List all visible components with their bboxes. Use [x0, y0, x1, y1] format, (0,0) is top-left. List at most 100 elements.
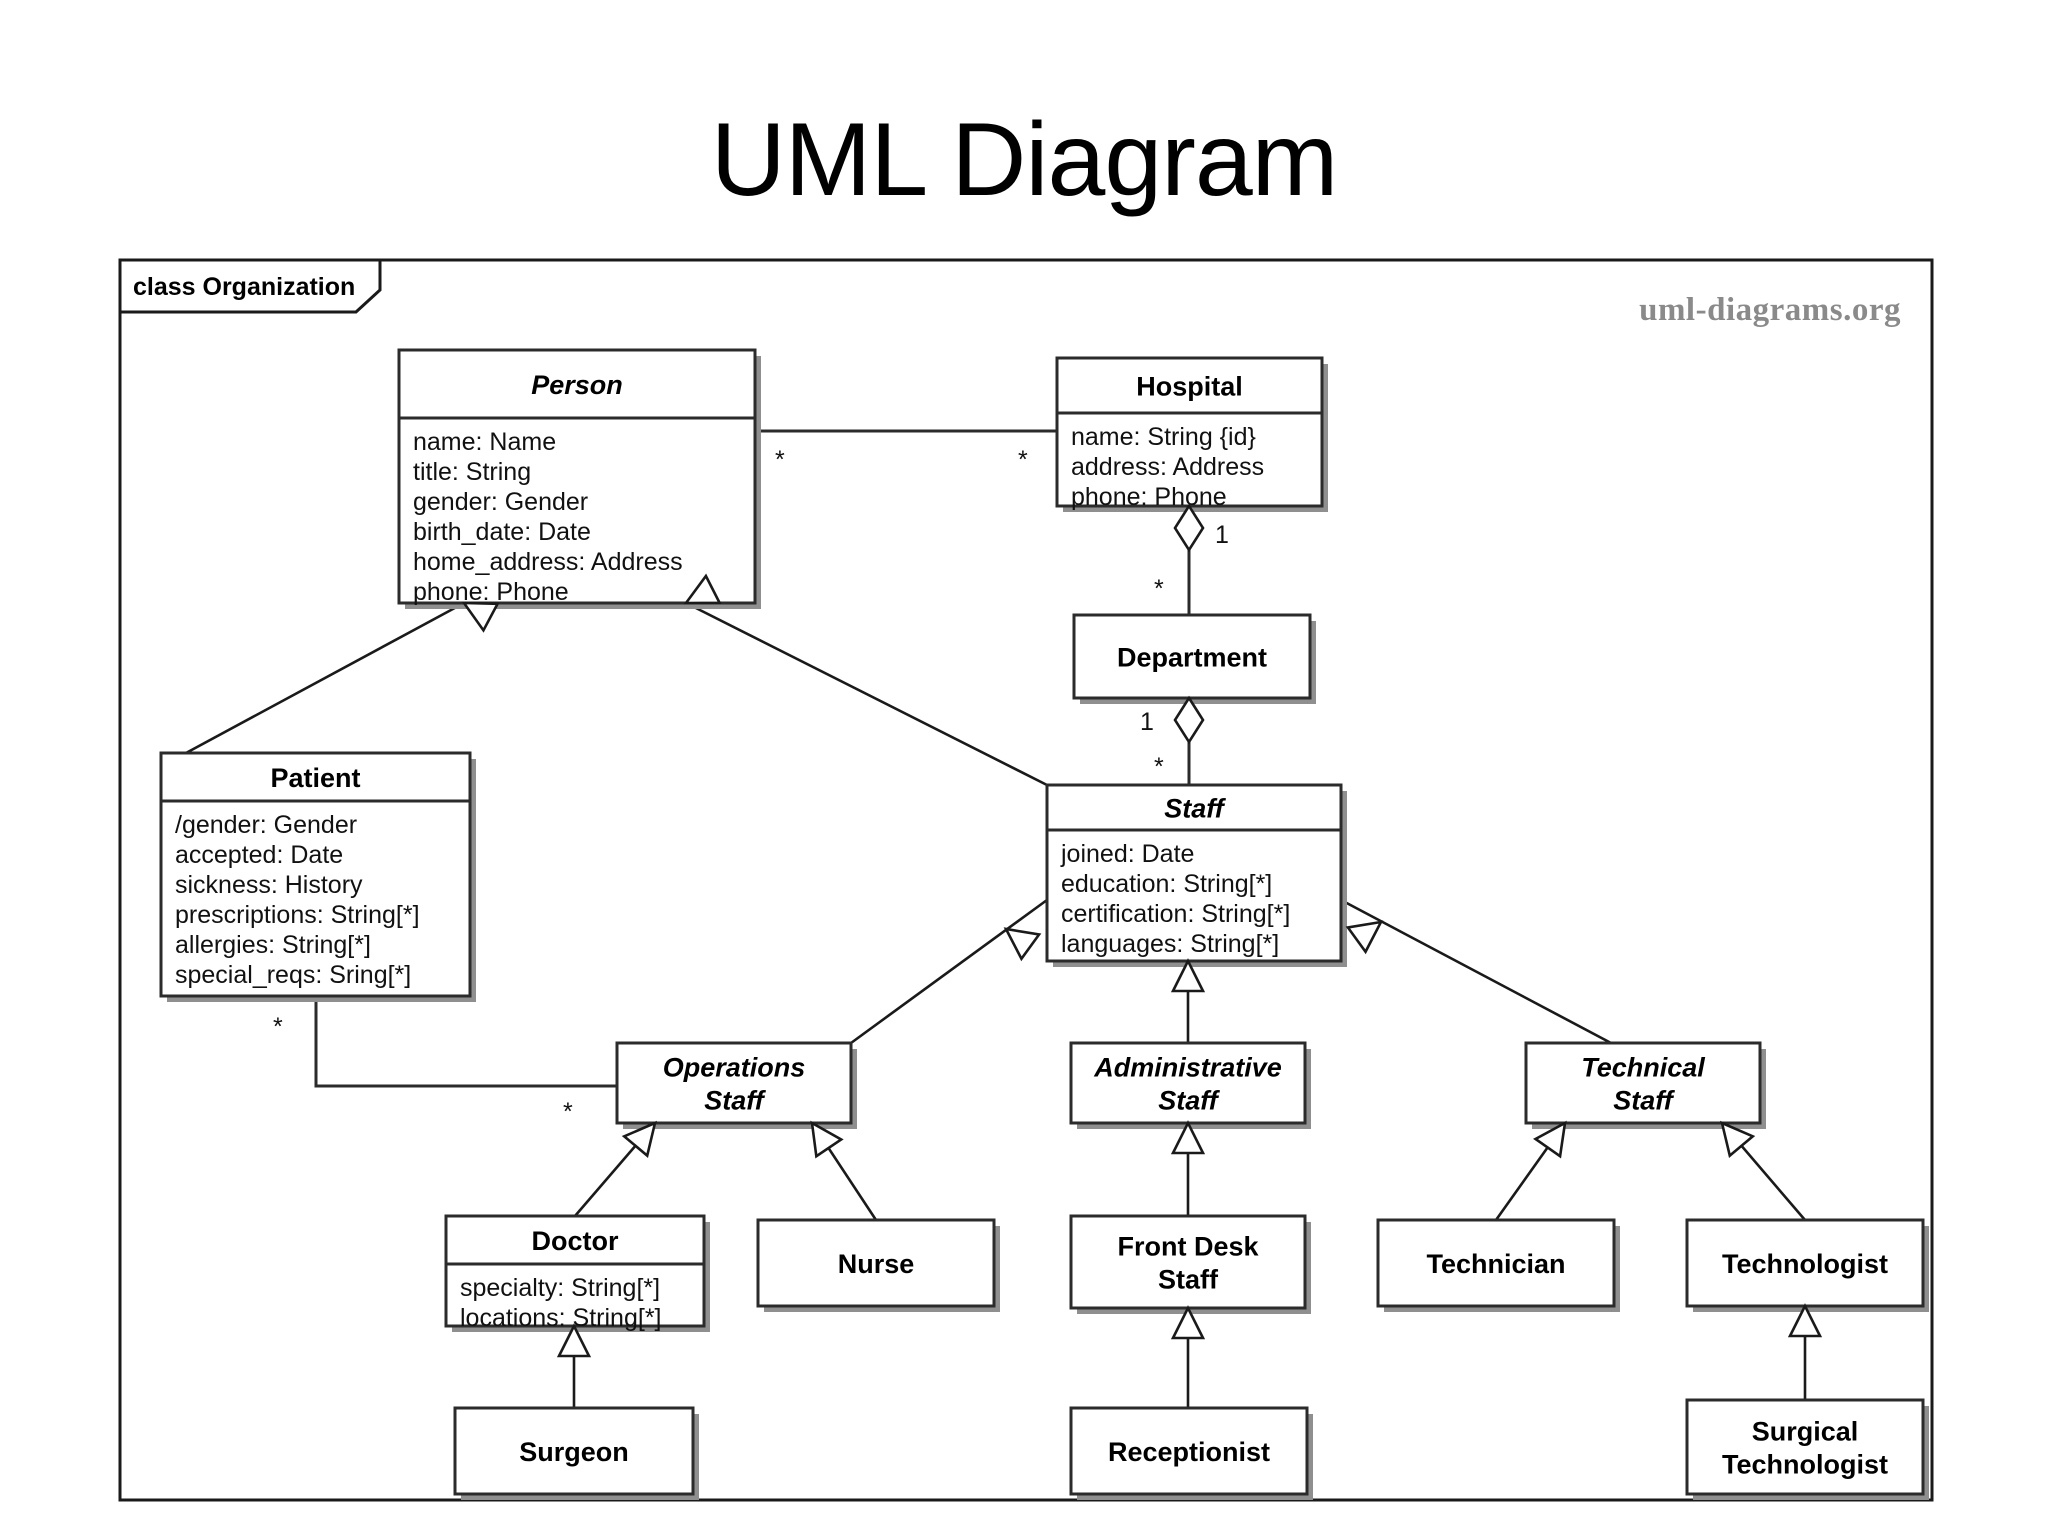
- class-box-doctor[interactable]: Doctor specialty: String[*]locations: Str…: [444, 1214, 710, 1332]
- class-box-frame: [1685, 1218, 1925, 1308]
- generalization-arrowhead: [621, 1120, 657, 1158]
- class-attribute: education: String[*]: [1061, 870, 1272, 898]
- class-attribute: address: Address: [1071, 453, 1264, 481]
- generalization-arrowhead: [461, 601, 500, 633]
- class-attribute: birth_date: Date: [413, 518, 591, 546]
- generalization-edge: [1340, 898, 1612, 1045]
- class-box-frame: [1685, 1398, 1925, 1496]
- class-attribute: special_reqs: Sring[*]: [175, 961, 411, 989]
- class-name: Staff: [1164, 794, 1227, 824]
- class-box-hospital[interactable]: Hospital name: String {id}address: Addres…: [1055, 356, 1328, 512]
- class-attribute: phone: Phone: [413, 578, 569, 606]
- multiplicity-label: *: [563, 1098, 573, 1126]
- class-name: Surgeon: [519, 1437, 629, 1467]
- class-box-department[interactable]: Department: [1072, 613, 1316, 704]
- generalization-arrowhead: [683, 573, 722, 605]
- class-attribute: title: String: [413, 458, 531, 486]
- class-name: Patient: [270, 763, 360, 793]
- class-attribute: home_address: Address: [413, 548, 683, 576]
- class-attribute: prescriptions: String[*]: [175, 901, 420, 929]
- class-attribute: phone: Phone: [1071, 483, 1227, 511]
- class-box-frame: [1524, 1041, 1762, 1125]
- multiplicity-label: *: [273, 1013, 283, 1041]
- class-attribute: languages: String[*]: [1061, 930, 1279, 958]
- page-title: UML Diagram: [710, 102, 1339, 218]
- generalization-arrowhead: [1170, 1120, 1206, 1155]
- class-attribute: accepted: Date: [175, 841, 343, 869]
- aggregation-diamond: [1173, 695, 1205, 745]
- class-attribute: locations: String[*]: [460, 1304, 662, 1332]
- class-attribute: certification: String[*]: [1061, 900, 1290, 928]
- class-box-frame: [1069, 1214, 1307, 1310]
- class-name: Receptionist: [1108, 1437, 1270, 1467]
- generalization-edge: [850, 898, 1048, 1045]
- multiplicity-label: *: [775, 446, 785, 474]
- multiplicity-label: *: [1154, 753, 1164, 781]
- edge-decorations: 1*1*****: [273, 446, 1823, 1358]
- class-attribute: allergies: String[*]: [175, 931, 371, 959]
- multiplicity-label: 1: [1215, 521, 1229, 549]
- generalization-arrowhead: [1787, 1303, 1823, 1338]
- class-name: Technologist: [1722, 1249, 1888, 1279]
- class-name: Doctor: [532, 1226, 619, 1256]
- generalization-arrowhead: [810, 1120, 844, 1159]
- class-box-frame: [397, 348, 757, 605]
- class-name: Department: [1117, 643, 1267, 673]
- class-name: Technician: [1426, 1249, 1565, 1279]
- class-name: Nurse: [838, 1249, 915, 1279]
- class-box-surgeon[interactable]: Surgeon: [453, 1406, 699, 1500]
- class-name: Person: [531, 370, 623, 400]
- multiplicity-label: 1: [1140, 708, 1154, 736]
- multiplicity-label: *: [1154, 575, 1164, 603]
- class-attribute: /gender: Gender: [175, 811, 357, 839]
- frame-label: class Organization: [133, 273, 355, 301]
- class-box-frame: [1045, 783, 1343, 963]
- class-box-frame: [1055, 356, 1324, 508]
- generalization-arrowhead: [1533, 1120, 1567, 1159]
- class-attribute: gender: Gender: [413, 488, 588, 516]
- class-attribute: sickness: History: [175, 871, 363, 899]
- class-box-receptionist[interactable]: Receptionist: [1069, 1406, 1313, 1500]
- generalization-arrowhead: [1003, 927, 1042, 962]
- generalization-edge: [185, 601, 465, 755]
- class-box-frame: [1072, 613, 1312, 700]
- generalization-arrowhead: [1170, 958, 1206, 993]
- class-box-technologist[interactable]: Technologist: [1685, 1218, 1929, 1312]
- aggregation-diamond: [1173, 503, 1205, 553]
- class-box-frame: [1376, 1218, 1616, 1308]
- generalization-arrowhead: [1170, 1305, 1206, 1340]
- class-name: Hospital: [1136, 372, 1243, 402]
- class-box-frame: [1069, 1406, 1309, 1496]
- class-box-frame: [453, 1406, 695, 1496]
- class-box-frame: [615, 1041, 853, 1125]
- frame-name-tab: [118, 258, 382, 314]
- watermark-text: uml-diagrams.org: [1639, 292, 1901, 328]
- class-box-frame: [159, 751, 472, 998]
- class-attribute: specialty: String[*]: [460, 1274, 660, 1302]
- class-box-technician[interactable]: Technician: [1376, 1218, 1620, 1312]
- generalization-arrowhead: [1720, 1120, 1756, 1158]
- association-edge: [314, 996, 617, 1088]
- class-attribute: name: String {id}: [1071, 423, 1256, 451]
- class-box-frame: [756, 1218, 996, 1308]
- generalization-arrowhead: [1345, 920, 1384, 955]
- multiplicity-label: *: [1018, 446, 1028, 474]
- class-box-nurse[interactable]: Nurse: [756, 1218, 1000, 1312]
- generalization-edge: [685, 601, 1048, 787]
